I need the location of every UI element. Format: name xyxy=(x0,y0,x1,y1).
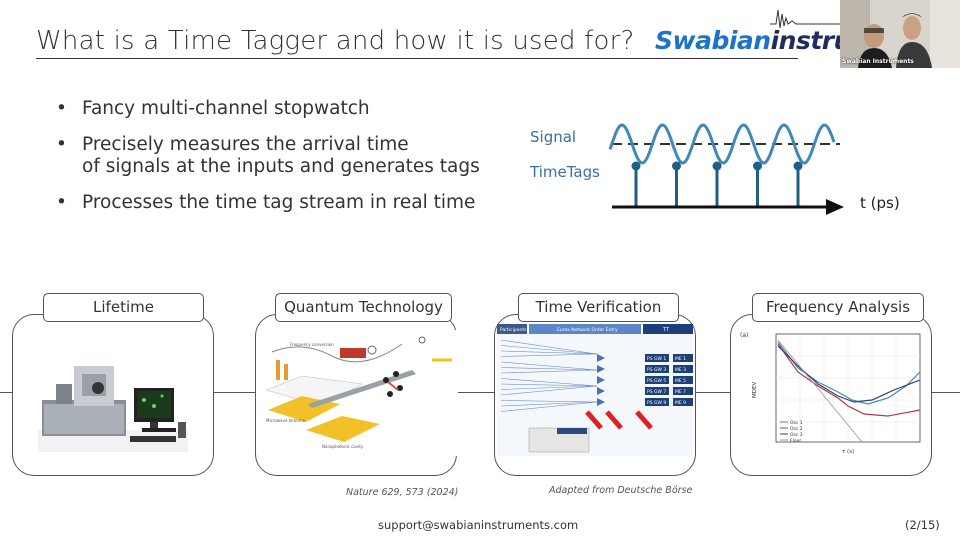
webcam-caption: Swabian Instruments xyxy=(842,58,914,65)
logo-part-1: Swabian xyxy=(655,26,771,55)
time-tag-marker xyxy=(631,161,641,171)
caption-quantum: Nature 629, 573 (2024) xyxy=(346,487,459,498)
logo-wave-icon xyxy=(770,9,840,29)
webcam-video: Swabian Instruments xyxy=(840,0,960,68)
mdev-chart-image: (a) MDEV τ (s) Osc 1 Osc 2 Osc 3 Floor xyxy=(738,326,928,456)
signal-timetag-diagram xyxy=(608,123,844,215)
port-boxes: PS GW 1 ME 1 PS GW 3 ME 3 PS GW 5 ME 5 PS GW 7… xyxy=(597,354,693,406)
bullet-dot: • xyxy=(56,192,67,213)
bullet-item: • Precisely measures the arrival time of… xyxy=(56,134,480,178)
port-box xyxy=(645,398,669,406)
legend-osc-1: Osc 1 xyxy=(790,420,803,426)
bullet-text: Fancy multi-channel stopwatch xyxy=(82,98,370,119)
svg-text:Microwave antenna: Microwave antenna xyxy=(266,418,306,423)
chart-y-label: MDEV xyxy=(752,382,758,398)
me-box xyxy=(673,398,693,406)
bullet-dot: • xyxy=(56,98,67,119)
port-box-label: PS GW 9 xyxy=(647,400,666,406)
caption-verification: Adapted from Deutsche Börse xyxy=(549,485,693,496)
svg-text:Frequency conversion: Frequency conversion xyxy=(290,342,334,347)
legend-floor: Floor xyxy=(790,438,801,444)
port-box-label: PS GW 5 xyxy=(647,378,666,384)
port-box xyxy=(645,376,669,384)
core-header: Eurex Network Order Entry xyxy=(557,327,618,333)
signal-waveform xyxy=(608,123,836,165)
chart-x-label: τ (s) xyxy=(842,449,854,455)
chart-series-osc-3 xyxy=(777,345,921,403)
label-time-verification: Time Verification xyxy=(518,293,679,322)
label-frequency-analysis: Frequency Analysis xyxy=(752,293,924,322)
signal-label: Signal xyxy=(530,128,577,146)
me-box-label: ME 9 xyxy=(675,400,686,406)
port-box-label: PS GW 1 xyxy=(647,356,666,362)
svg-text:Nanophotonic cavity: Nanophotonic cavity xyxy=(322,444,364,449)
tt-header: TT xyxy=(662,327,670,333)
time-tag-marker xyxy=(753,161,762,171)
time-tag-marker xyxy=(712,161,722,171)
footer-support-email[interactable]: support@swabianinstruments.com xyxy=(378,518,579,532)
participant-lines xyxy=(500,339,598,412)
me-box-label: ME 1 xyxy=(675,356,686,362)
bullet-text-continued: of signals at the inputs and generates t… xyxy=(82,156,480,177)
time-tag-marker xyxy=(672,161,681,171)
footer-page-number: (2/15) xyxy=(905,518,940,532)
chart-panel-label: (a) xyxy=(740,332,748,339)
cards-connector-line xyxy=(0,392,960,393)
bullet-dot: • xyxy=(56,134,67,155)
bullet-text: Precisely measures the arrival time xyxy=(82,134,409,155)
network-verification-diagram: Participants Eurex Network Order Entry T… xyxy=(497,324,693,456)
title-underline xyxy=(36,58,798,59)
me-box xyxy=(673,387,693,395)
me-box xyxy=(673,365,693,373)
me-box xyxy=(673,376,693,384)
me-box xyxy=(673,354,693,362)
me-box-label: ME 3 xyxy=(675,367,686,373)
bullet-item: • Fancy multi-channel stopwatch xyxy=(56,98,480,120)
timetags-label: TimeTags xyxy=(530,163,600,181)
slide-title: What is a Time Tagger and how it is used… xyxy=(36,26,635,56)
webcam-people-image xyxy=(840,0,960,68)
legend-osc-2: Osc 2 xyxy=(790,426,803,432)
participants-header: Participants xyxy=(500,327,527,333)
bullet-item: • Processes the time tag stream in real … xyxy=(56,192,480,214)
microscope-setup-image xyxy=(38,366,188,452)
chart-series-osc-2 xyxy=(777,343,921,417)
bullet-list: • Fancy multi-channel stopwatch • Precis… xyxy=(56,98,480,228)
time-axis-arrow-icon xyxy=(826,199,844,215)
time-axis-label: t (ps) xyxy=(860,194,900,212)
time-tag-marker xyxy=(793,161,803,171)
port-box xyxy=(645,387,669,395)
me-box-label: ME 5 xyxy=(675,378,686,384)
port-box xyxy=(645,365,669,373)
me-box-label: ME 7 xyxy=(675,389,686,395)
chart-series-floor xyxy=(777,339,863,443)
port-box xyxy=(645,354,669,362)
port-box-label: PS GW 7 xyxy=(647,389,666,395)
bullet-text: Processes the time tag stream in real ti… xyxy=(82,192,476,213)
quantum-device-image: Frequency conversion Microwave antenna N… xyxy=(262,330,458,456)
port-box-label: PS GW 3 xyxy=(647,367,666,373)
label-quantum-technology: Quantum Technology xyxy=(275,293,452,322)
legend-osc-3: Osc 3 xyxy=(790,432,803,438)
label-lifetime: Lifetime xyxy=(43,293,204,322)
